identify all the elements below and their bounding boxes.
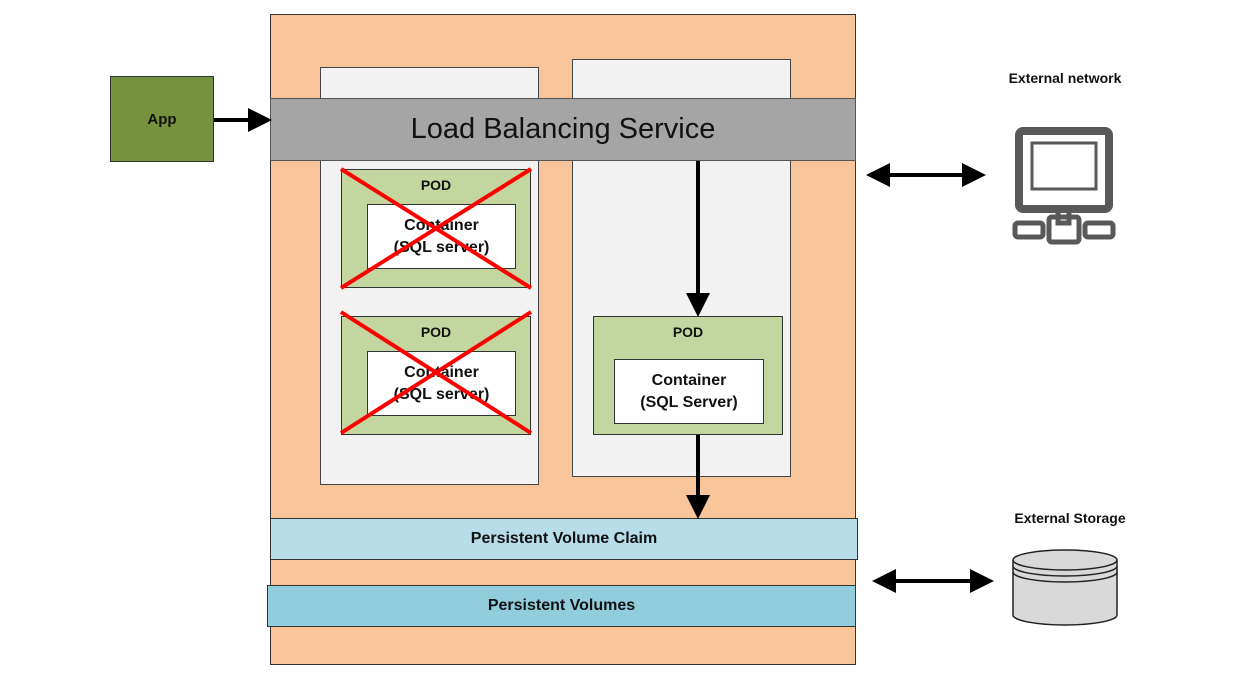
pv-label: Persistent Volumes [487,597,636,614]
database-cylinder-icon [1012,549,1118,626]
container-name: Container [404,363,479,381]
container-type: (SQL Server) [640,393,738,411]
container-name: Container [651,371,727,389]
persistent-volumes: Persistent Volumes [267,585,856,627]
app-box: App [110,76,214,162]
external-network-label: External network [1008,70,1122,86]
pod-label: POD [672,324,704,340]
active-pod: POD Container (SQL Server) [593,316,783,435]
failed-pod-1-x-mark [339,167,533,290]
persistent-volume-claim: Persistent Volume Claim [270,518,858,560]
load-balancing-service: Load Balancing Service [270,98,856,161]
failed-pod-2-x-mark [339,310,533,435]
external-storage-label: External Storage [1014,510,1126,526]
container-box: Container (SQL server) [367,351,516,416]
pod-label: POD [420,177,452,193]
computer-network-icon [1012,127,1116,245]
pvc-label: Persistent Volume Claim [470,530,658,547]
app-label: App [147,110,177,128]
pod-label: POD [420,324,452,340]
load-balancer-label: Load Balancing Service [410,113,716,145]
container-type: (SQL server) [393,238,490,256]
container-box: Container (SQL Server) [614,359,764,424]
